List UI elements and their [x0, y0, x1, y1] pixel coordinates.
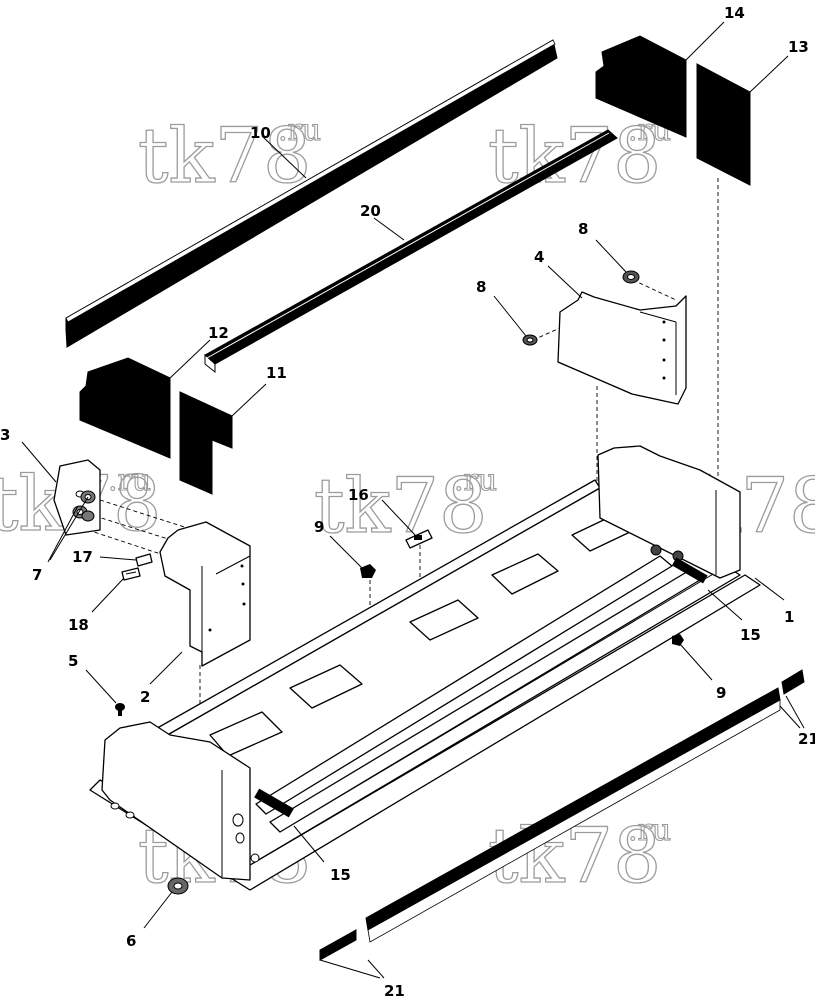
watermark-mid-center: tk78 .ru [313, 460, 497, 550]
part-5-screw [115, 703, 125, 716]
part-10-top-strip [65, 39, 558, 348]
part-2-bracket [159, 521, 251, 667]
part-12-end-block [79, 357, 171, 459]
callout-9-right: 9 [716, 684, 726, 702]
leader-lines [21, 21, 805, 979]
watermark-suffix: .ru [278, 113, 321, 148]
callout-5: 5 [68, 652, 78, 670]
part-13-pad [696, 63, 751, 186]
callout-12: 12 [208, 324, 229, 342]
callout-11: 11 [266, 364, 287, 382]
watermark-suffix: .ru [108, 463, 151, 498]
part-1-main-frame [89, 445, 761, 891]
callout-8-left: 8 [476, 278, 486, 296]
part-18-tag [121, 567, 141, 581]
part-6-grommet [167, 877, 189, 895]
part-21-strips [319, 669, 805, 961]
callout-3: 3 [0, 426, 10, 444]
part-8-washer-top [622, 270, 640, 284]
callout-6: 6 [126, 932, 136, 950]
callout-7: 7 [32, 566, 42, 584]
watermark-main: tk78 [314, 461, 487, 550]
callout-15-bottom: 15 [330, 866, 351, 884]
callout-1: 1 [784, 608, 794, 626]
part-16-tag [405, 529, 433, 549]
part-8-washer-left [522, 334, 538, 346]
callout-18: 18 [68, 616, 89, 634]
callout-21-right: 21 [798, 730, 815, 748]
callout-10: 10 [250, 124, 271, 142]
callout-16: 16 [348, 486, 369, 504]
callout-labels: 1 2 3 4 5 6 7 8 8 9 9 10 11 12 13 14 15 … [0, 4, 815, 1000]
watermark-suffix: .ru [628, 813, 671, 848]
callout-14: 14 [724, 4, 745, 22]
part-20-bar [204, 129, 618, 374]
callout-21-bottom: 21 [384, 982, 405, 1000]
callout-20: 20 [360, 202, 381, 220]
callout-9-left: 9 [314, 518, 324, 536]
part-9-clip-right [672, 634, 684, 646]
part-17-tag [135, 553, 153, 567]
callout-17: 17 [72, 548, 93, 566]
callout-15-right: 15 [740, 626, 761, 644]
part-4-bracket [557, 291, 687, 405]
part-14-end-block [595, 35, 687, 138]
callout-2: 2 [140, 688, 150, 706]
callout-13: 13 [788, 38, 809, 56]
watermark-top-left: tk78 .ru [137, 110, 321, 200]
watermark-suffix: .ru [454, 463, 497, 498]
part-11-l-pad [179, 391, 233, 495]
part-9-clip-left [360, 564, 376, 578]
callout-4: 4 [534, 248, 544, 266]
callout-8-top: 8 [578, 220, 588, 238]
